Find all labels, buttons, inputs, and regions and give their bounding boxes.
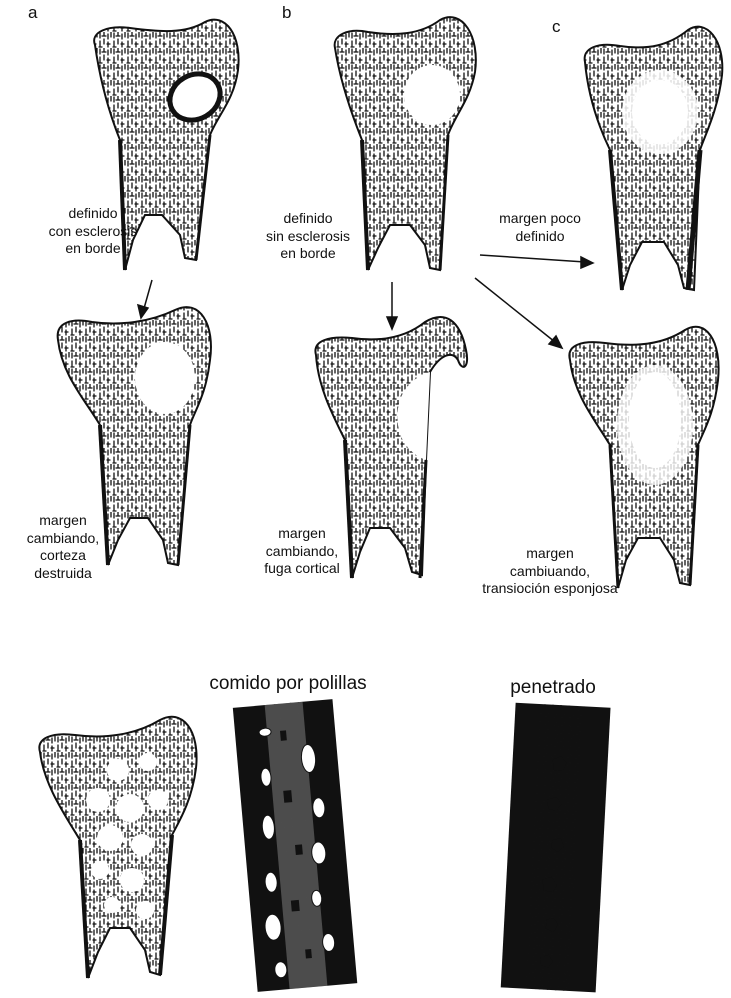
label-a-bottom: margen cambiando, corteza destruida	[8, 512, 118, 582]
label-c-top: margen poco definido	[480, 210, 600, 245]
label-b-bottom: margen cambiando, fuga cortical	[242, 525, 362, 578]
label-b-top: definido sin esclerosis en borde	[248, 210, 368, 263]
moth-eaten-strip	[233, 699, 357, 992]
label-c-top-line1: margen poco	[480, 210, 600, 228]
label-a-bottom-line4: destruida	[8, 565, 118, 583]
label-c-bottom: margen cambiuando, transioción esponjosa	[460, 545, 640, 598]
bone-moth-eaten	[39, 717, 196, 978]
label-c-top-line2: definido	[480, 228, 600, 246]
label-a-bottom-line3: corteza	[8, 547, 118, 565]
label-b-top-line2: sin esclerosis	[248, 228, 368, 246]
lesion-clear	[404, 65, 460, 125]
panel-letter-a: a	[28, 2, 37, 23]
label-b-bottom-line2: cambiando,	[242, 543, 362, 561]
label-c-bottom-line1: margen	[460, 545, 640, 563]
label-a-top-line2: con esclerosis	[28, 223, 158, 241]
panel-letter-c: c	[552, 16, 561, 37]
title-penetrated: penetrado	[498, 676, 608, 700]
label-c-bottom-line3: transioción esponjosa	[460, 580, 640, 598]
title-moth-eaten: comido por polillas	[183, 672, 393, 696]
label-a-top: definido con esclerosis en borde	[28, 205, 158, 258]
label-a-bottom-line2: cambiando,	[8, 530, 118, 548]
panel-letter-b: b	[282, 2, 291, 23]
label-b-top-line1: definido	[248, 210, 368, 228]
label-b-top-line3: en borde	[248, 245, 368, 263]
penetrated-strip	[501, 703, 611, 993]
label-c-bottom-line2: cambiuando,	[460, 563, 640, 581]
label-a-top-line1: definido	[28, 205, 158, 223]
label-a-bottom-line1: margen	[8, 512, 118, 530]
label-b-bottom-line3: fuga cortical	[242, 560, 362, 578]
bone-c-top	[585, 27, 723, 290]
label-b-bottom-line1: margen	[242, 525, 362, 543]
label-a-top-line3: en borde	[28, 240, 158, 258]
